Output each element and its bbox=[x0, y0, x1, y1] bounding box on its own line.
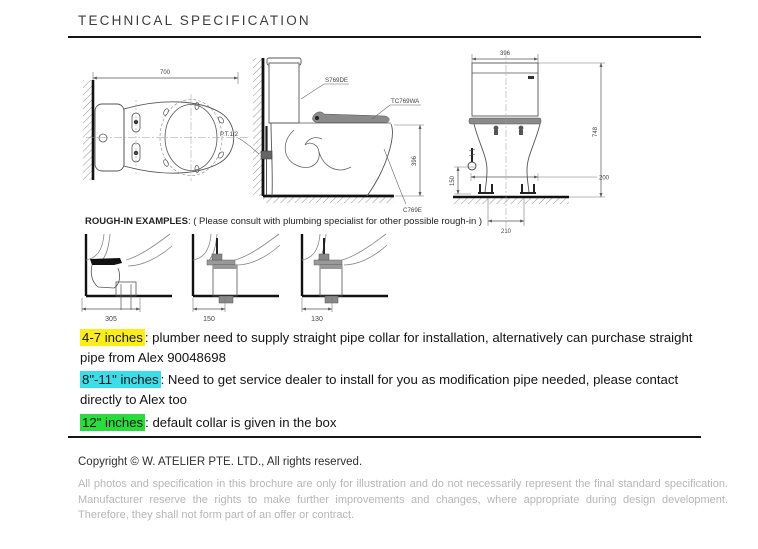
note-12-text: : default collar is given in the box bbox=[145, 415, 337, 430]
rough-in-diagram-305: 305 bbox=[81, 233, 173, 323]
seat-silhouette bbox=[90, 258, 122, 265]
rough-in-dim-305: 305 bbox=[105, 316, 117, 323]
title-divider bbox=[68, 36, 701, 38]
flush-button bbox=[528, 76, 534, 79]
note-8-11-text: : Need to get service dealer to install … bbox=[80, 372, 679, 407]
dim-396-side-label: 396 bbox=[412, 155, 418, 166]
bowl-model-label: C769E bbox=[403, 207, 422, 214]
copyright-text: Copyright © W. ATELIER PTE. LTD., All ri… bbox=[78, 456, 363, 468]
page-title: TECHNICAL SPECIFICATION bbox=[78, 13, 311, 28]
supply-valve bbox=[260, 150, 273, 160]
dim-396-front-label: 396 bbox=[500, 51, 511, 57]
rough-in-heading-note: : ( Please consult with plumbing special… bbox=[187, 216, 483, 227]
side-view-drawing: 396 S769DE TC769WA C769E P.T.1/2 bbox=[220, 57, 424, 214]
note-8-11-highlight: 8"-11" inches bbox=[80, 371, 161, 388]
dim-210-label: 210 bbox=[501, 229, 512, 235]
dim-700-label: 700 bbox=[160, 70, 171, 76]
top-view-drawing: 700 bbox=[83, 70, 248, 181]
note-4-7-inches: 4-7 inches: plumber need to supply strai… bbox=[80, 328, 695, 368]
dim-150-label: 150 bbox=[450, 175, 456, 186]
rough-in-heading-bold: ROUGH-IN EXAMPLES bbox=[85, 216, 188, 227]
note-12-highlight: 12" inches bbox=[80, 414, 146, 431]
note-12-inches: 12" inches: default collar is given in t… bbox=[80, 413, 695, 433]
rough-in-diagram-130: 130 bbox=[300, 233, 388, 323]
note-4-7-highlight: 4-7 inches bbox=[80, 329, 145, 346]
shutoff-valve bbox=[467, 161, 477, 171]
pipe-thread-label: P.T.1/2 bbox=[220, 132, 239, 138]
rough-in-heading: ROUGH-IN EXAMPLES: ( Please consult with… bbox=[85, 216, 482, 227]
tank-model-label: S769DE bbox=[325, 77, 348, 84]
dim-200-label: 200 bbox=[599, 176, 610, 182]
rough-in-dim-130: 130 bbox=[311, 316, 323, 323]
disclaimer-text: All photos and specification in this bro… bbox=[78, 478, 728, 521]
wall-hatch bbox=[83, 80, 93, 180]
note-8-11-inches: 8"-11" inches: Need to get service deale… bbox=[80, 370, 695, 410]
seat-profile bbox=[312, 111, 390, 123]
dim-748-label: 748 bbox=[593, 126, 599, 137]
note-4-7-text: : plumber need to supply straight pipe c… bbox=[80, 330, 693, 365]
rough-in-diagram-150: 150 bbox=[191, 233, 281, 323]
rough-in-dim-150: 150 bbox=[203, 316, 215, 323]
footer-divider bbox=[68, 436, 701, 438]
seat-model-label: TC769WA bbox=[391, 98, 420, 105]
front-view-drawing: 396 210 748 200 bbox=[450, 51, 610, 235]
